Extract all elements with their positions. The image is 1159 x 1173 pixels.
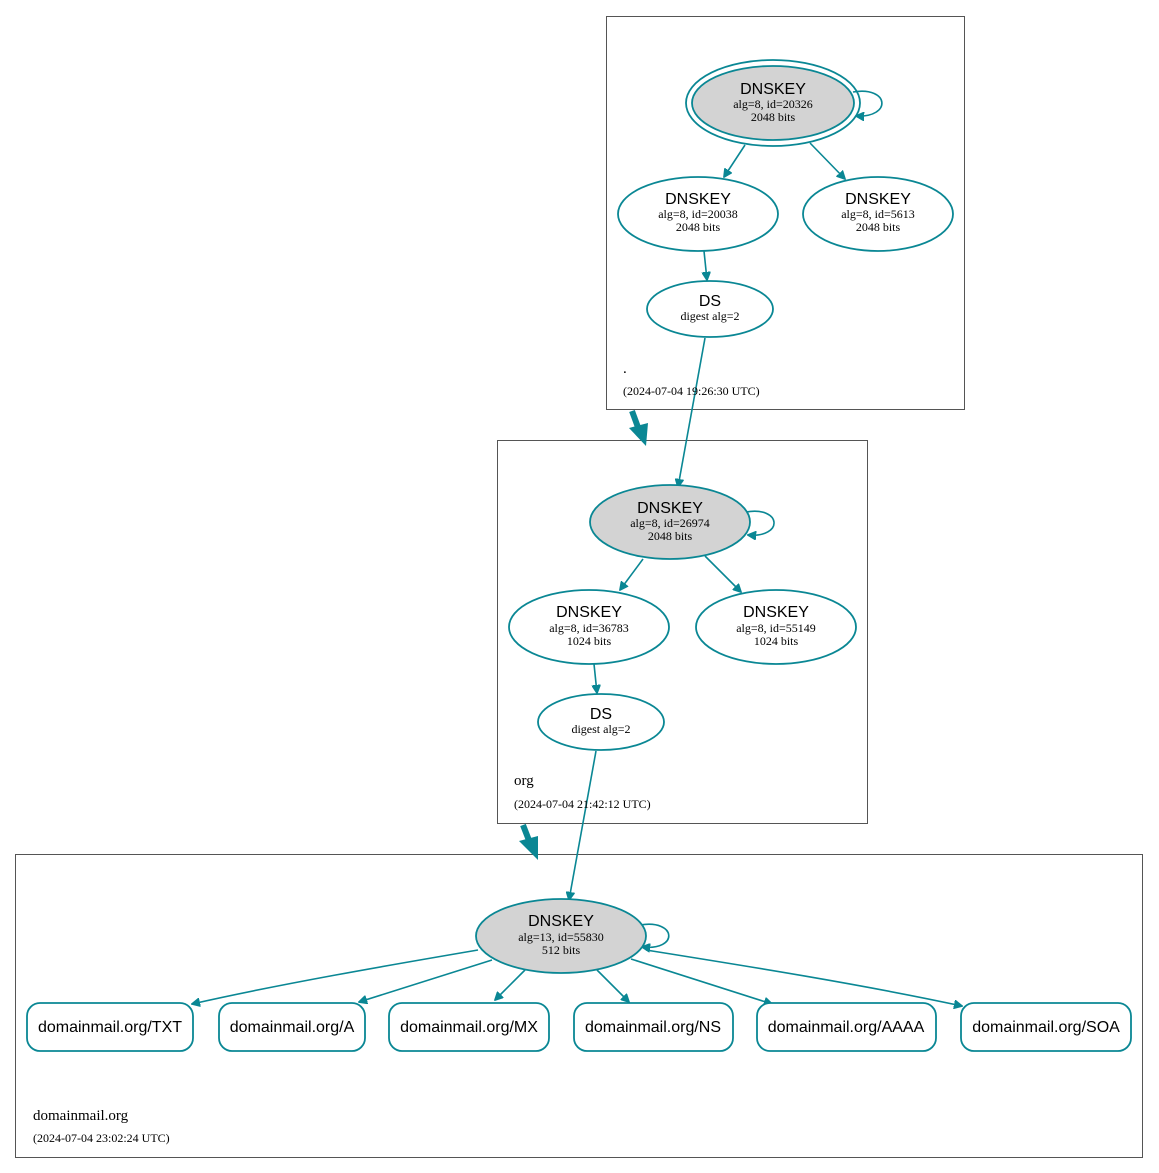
root-zsk1-node: DNSKEY alg=8, id=20038 2048 bits xyxy=(617,176,779,252)
domainmail-zone-name: domainmail.org xyxy=(33,1108,129,1124)
org-ksk-title: DNSKEY xyxy=(637,500,703,517)
org-zsk1-title: DNSKEY xyxy=(556,604,622,621)
rrset-ns-label: domainmail.org/NS xyxy=(585,1019,721,1036)
rrset-txt-node: domainmail.org/TXT xyxy=(26,1002,194,1052)
edge-ksk-txt xyxy=(192,949,479,1004)
edge-org-ksk-zsk1 xyxy=(620,558,644,590)
zone-root-box xyxy=(606,16,965,410)
edge-org-zsk1-ds xyxy=(594,663,597,693)
edge-root-ksk-zsk1 xyxy=(724,144,746,177)
edge-domainmail-ksk-self xyxy=(639,923,670,947)
org-ds-title: DS xyxy=(590,706,612,723)
root-ds-title: DS xyxy=(699,293,721,310)
root-ds-node: DS digest alg=2 xyxy=(646,280,774,338)
domainmail-ksk-node: DNSKEY alg=13, id=55830 512 bits xyxy=(475,898,647,974)
org-ksk-node: DNSKEY alg=8, id=26974 2048 bits xyxy=(589,484,751,560)
root-ds-digest: digest alg=2 xyxy=(680,309,739,323)
edge-ksk-soa xyxy=(645,949,962,1006)
root-ksk-bits: 2048 bits xyxy=(751,110,796,124)
edge-org-ksk-self xyxy=(745,510,775,535)
org-zsk1-bits: 1024 bits xyxy=(567,634,612,648)
root-ksk-node: DNSKEY alg=8, id=20326 2048 bits xyxy=(685,59,861,147)
edge-root-ds-org-ksk xyxy=(678,337,706,487)
root-zsk1-bits: 2048 bits xyxy=(676,220,721,234)
org-zone-timestamp: (2024-07-04 21:42:12 UTC) xyxy=(514,797,651,811)
zone-domainmail-box xyxy=(15,854,1143,1158)
edge-ksk-a xyxy=(359,959,493,1002)
zone-org-box xyxy=(497,440,868,824)
edge-root-ksk-zsk2 xyxy=(809,142,845,179)
root-zsk1-alg-id: alg=8, id=20038 xyxy=(658,207,738,221)
root-ksk-title: DNSKEY xyxy=(740,81,806,98)
rrset-soa-node: domainmail.org/SOA xyxy=(960,1002,1132,1052)
delegation-arrow-org-domainmail xyxy=(519,823,538,860)
domainmail-ksk-title: DNSKEY xyxy=(528,913,594,930)
root-zsk1-title: DNSKEY xyxy=(665,191,731,208)
org-zsk2-node: DNSKEY alg=8, id=55149 1024 bits xyxy=(695,589,857,665)
root-zsk2-title: DNSKEY xyxy=(845,191,911,208)
org-zsk2-bits: 1024 bits xyxy=(754,634,799,648)
rrset-a-label: domainmail.org/A xyxy=(230,1019,355,1036)
org-ksk-alg-id: alg=8, id=26974 xyxy=(630,516,710,530)
edge-org-ksk-zsk2 xyxy=(704,555,741,592)
edge-ksk-aaaa xyxy=(630,958,772,1004)
delegation-arrow-root-org xyxy=(629,409,648,446)
edge-root-ksk-self xyxy=(852,90,883,116)
root-zone-timestamp: (2024-07-04 19:26:30 UTC) xyxy=(623,384,760,398)
rrset-aaaa-label: domainmail.org/AAAA xyxy=(768,1019,925,1036)
rrset-aaaa-node: domainmail.org/AAAA xyxy=(756,1002,937,1052)
rrset-ns-node: domainmail.org/NS xyxy=(573,1002,734,1052)
org-ds-digest: digest alg=2 xyxy=(571,722,630,736)
domainmail-zone-timestamp: (2024-07-04 23:02:24 UTC) xyxy=(33,1131,170,1145)
edge-root-zsk1-ds xyxy=(704,250,707,280)
root-zsk2-node: DNSKEY alg=8, id=5613 2048 bits xyxy=(802,176,954,252)
org-ksk-bits: 2048 bits xyxy=(648,529,693,543)
org-zsk2-alg-id: alg=8, id=55149 xyxy=(736,621,816,635)
domainmail-ksk-alg-id: alg=13, id=55830 xyxy=(518,930,604,944)
edge-ksk-mx xyxy=(495,969,526,1000)
root-zone-name: . xyxy=(623,361,627,377)
edge-ksk-ns xyxy=(596,969,629,1002)
org-zone-name: org xyxy=(514,773,534,789)
root-zsk2-alg-id: alg=8, id=5613 xyxy=(841,207,915,221)
rrset-a-node: domainmail.org/A xyxy=(218,1002,366,1052)
org-zsk2-title: DNSKEY xyxy=(743,604,809,621)
rrset-mx-node: domainmail.org/MX xyxy=(388,1002,550,1052)
rrset-soa-label: domainmail.org/SOA xyxy=(972,1019,1120,1036)
org-ds-node: DS digest alg=2 xyxy=(537,693,665,751)
root-zsk2-bits: 2048 bits xyxy=(856,220,901,234)
org-zsk1-node: DNSKEY alg=8, id=36783 1024 bits xyxy=(508,589,670,665)
rrset-mx-label: domainmail.org/MX xyxy=(400,1019,538,1036)
domainmail-ksk-bits: 512 bits xyxy=(542,943,581,957)
org-zsk1-alg-id: alg=8, id=36783 xyxy=(549,621,629,635)
edge-org-ds-domainmail-ksk xyxy=(569,750,597,900)
root-ksk-alg-id: alg=8, id=20326 xyxy=(733,97,813,111)
rrset-txt-label: domainmail.org/TXT xyxy=(38,1019,182,1036)
